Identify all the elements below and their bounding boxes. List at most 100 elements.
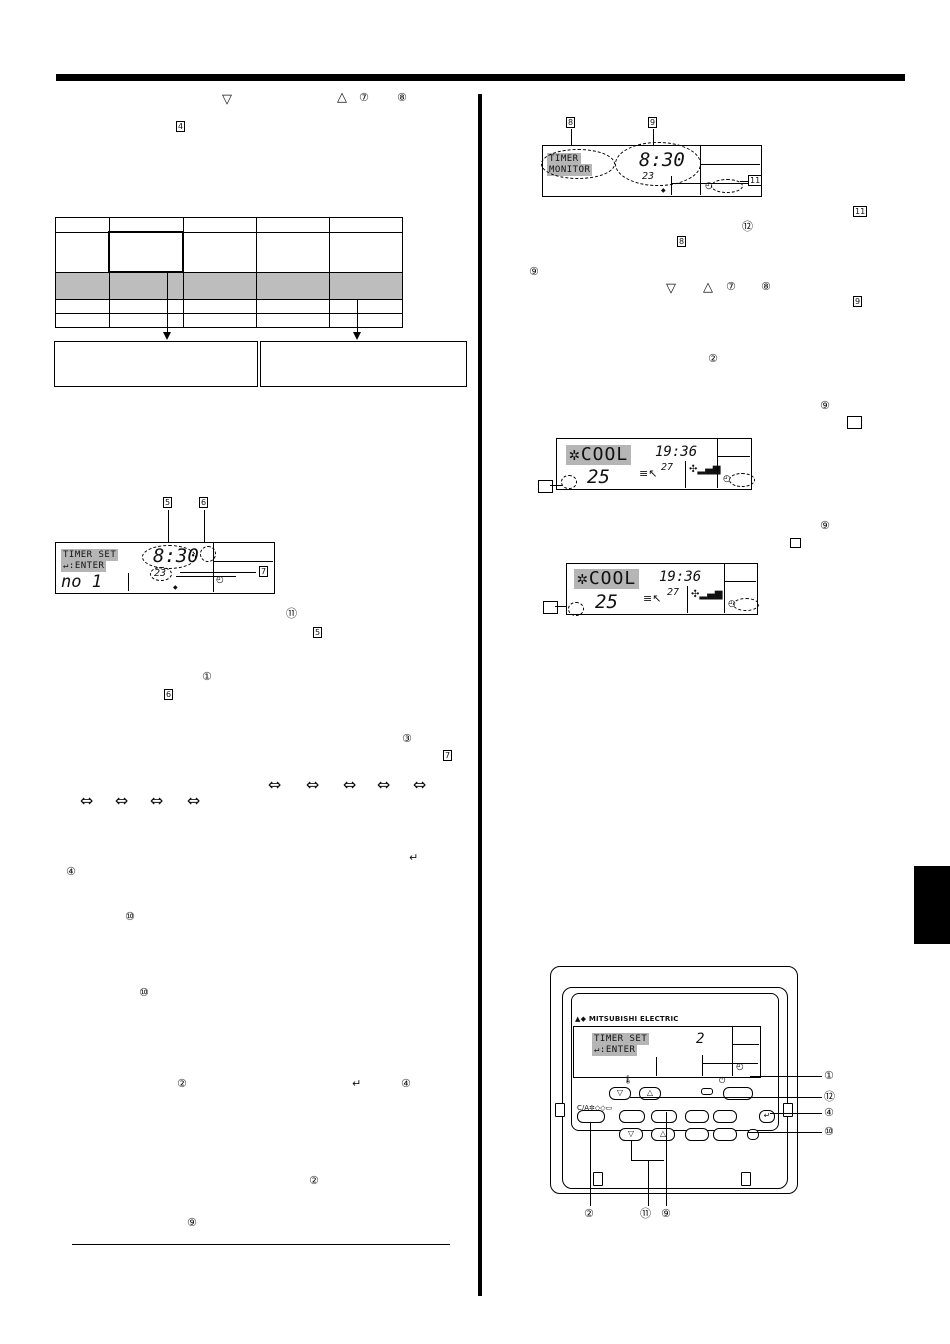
lcd-mode-text: COOL (588, 568, 637, 589)
remote-lcd: TIMER SET ↵:ENTER 2 ◴ (573, 1026, 761, 1078)
marker-2: ② (708, 352, 718, 365)
time-highlight (142, 545, 196, 569)
column-divider (478, 94, 482, 1296)
lcd-timer-monitor: TIMER MONITOR 8:30 23 ◴ ◆ (541, 142, 762, 197)
lcd-divider (213, 543, 214, 592)
time-down-button[interactable]: ▽ (619, 1128, 643, 1141)
leader-2 (590, 1122, 591, 1206)
lcd-value: 2 (696, 1031, 705, 1047)
leader-9 (666, 1112, 667, 1206)
marker-11: ⑪ (286, 607, 297, 620)
check-button[interactable] (701, 1088, 713, 1095)
callout-5: 5 (163, 497, 173, 508)
enter-icon: ↵ (352, 1077, 362, 1090)
lcd-divider (717, 439, 718, 488)
marker-12: ⑫ (824, 1090, 835, 1103)
clock-icon: ◴ (736, 1062, 744, 1072)
marker-4: ④ (401, 1077, 411, 1090)
lcd-divider (685, 461, 686, 488)
marker-1: ① (824, 1069, 834, 1082)
note-box-left (54, 341, 258, 387)
swap-arrow: ⇔ (377, 775, 391, 794)
marker-1: ① (202, 670, 212, 683)
up-triangle-icon: △ (337, 90, 347, 105)
swap-arrow: ⇔ (150, 791, 164, 810)
lcd-divider (671, 176, 672, 195)
marker-7: ⑦ (726, 280, 736, 293)
down-triangle-icon: ▽ (222, 92, 232, 107)
header-rule (56, 74, 905, 81)
brand-text: MITSUBISHI ELECTRIC (588, 1015, 679, 1023)
marker-2: ② (309, 1174, 319, 1187)
marker-8: ⑧ (761, 280, 771, 293)
clock-highlight (729, 473, 755, 487)
section-tab (914, 866, 950, 944)
icon-highlight (568, 602, 584, 616)
lcd-title-2: ↵:ENTER (592, 1044, 638, 1056)
callout-7: 7 (443, 750, 453, 761)
lcd-mode: ✲COOL (574, 568, 640, 589)
marker-8: ⑧ (397, 91, 407, 104)
dot-icon: ◆ (661, 187, 666, 194)
callout-5: 5 (313, 627, 323, 638)
vane-button[interactable] (713, 1110, 737, 1123)
footnote-rule (72, 1244, 450, 1245)
lcd-time: 19:36 (659, 569, 702, 585)
table-arrow-right (357, 299, 358, 333)
lcd-timer-set: TIMER SET ↵:ENTER 8:30 23 no 1 ◴ ◆ (55, 542, 275, 594)
up-triangle-icon: △ (703, 280, 713, 295)
marker-9: ⑨ (820, 519, 830, 532)
lcd-mode: ✲COOL (566, 445, 632, 465)
icon-highlight (561, 475, 577, 489)
highlighted-cell (108, 231, 184, 273)
fan-speed-button[interactable] (685, 1110, 709, 1123)
menu-down-button[interactable] (685, 1128, 709, 1141)
enter-button[interactable]: ↵ (759, 1110, 775, 1123)
lcd-divider (128, 573, 129, 591)
lcd-divider (656, 1057, 657, 1076)
lcd-title-2: ↵:ENTER (61, 560, 107, 572)
clock-highlight (733, 598, 759, 611)
marker-10: ⑩ (824, 1125, 834, 1138)
swap-arrow: ⇔ (306, 775, 320, 794)
callout-7: 7 (259, 566, 269, 577)
marker-11: ⑪ (640, 1207, 651, 1220)
temp-down-button[interactable]: ▽ (609, 1087, 631, 1100)
leader-4 (770, 1113, 822, 1114)
lcd-divider (732, 1027, 733, 1076)
timer-menu-button[interactable] (619, 1110, 645, 1123)
temp-up-button[interactable]: △ (639, 1087, 661, 1100)
box-icon (847, 416, 862, 429)
clock-icon: ◴ (216, 575, 224, 585)
leader-10 (748, 1132, 822, 1133)
timer-on-off-button[interactable] (651, 1110, 677, 1123)
down-triangle-icon: ▽ (666, 281, 676, 296)
swap-arrow: ⇔ (115, 791, 129, 810)
callout-11: 11 (748, 175, 763, 186)
remote-controller: ▲◆ MITSUBISHI ELECTRIC TIMER SET ↵:ENTER… (550, 966, 798, 1194)
lcd-title-1: TIMER SET (592, 1033, 650, 1045)
temp-highlight (150, 567, 172, 581)
mode-button[interactable] (577, 1110, 605, 1123)
leader-9 (653, 129, 654, 145)
menu-up-button[interactable] (713, 1128, 737, 1141)
reset-button[interactable] (747, 1129, 759, 1140)
lcd-room-temp: 27 (661, 462, 674, 473)
box-icon (543, 601, 558, 614)
remote-side-right (783, 1103, 793, 1117)
marker-12: ⑫ (742, 220, 753, 233)
swap-arrow: ⇔ (268, 775, 282, 794)
leader-11a (631, 1140, 632, 1160)
lcd-divider (702, 1055, 703, 1076)
time-up-button[interactable]: △ (651, 1128, 675, 1141)
clock-icon: ◴ (723, 474, 731, 484)
on-off-button[interactable] (723, 1087, 753, 1100)
swap-arrow: ⇔ (80, 791, 94, 810)
leader-5 (168, 510, 169, 546)
power-icon: ⏻ (719, 1076, 726, 1085)
lcd-set-temp: 25 (595, 591, 618, 613)
leader-11 (648, 1160, 649, 1206)
lcd-divider (700, 164, 760, 165)
time-highlight (615, 142, 701, 186)
lcd-divider (700, 146, 701, 195)
